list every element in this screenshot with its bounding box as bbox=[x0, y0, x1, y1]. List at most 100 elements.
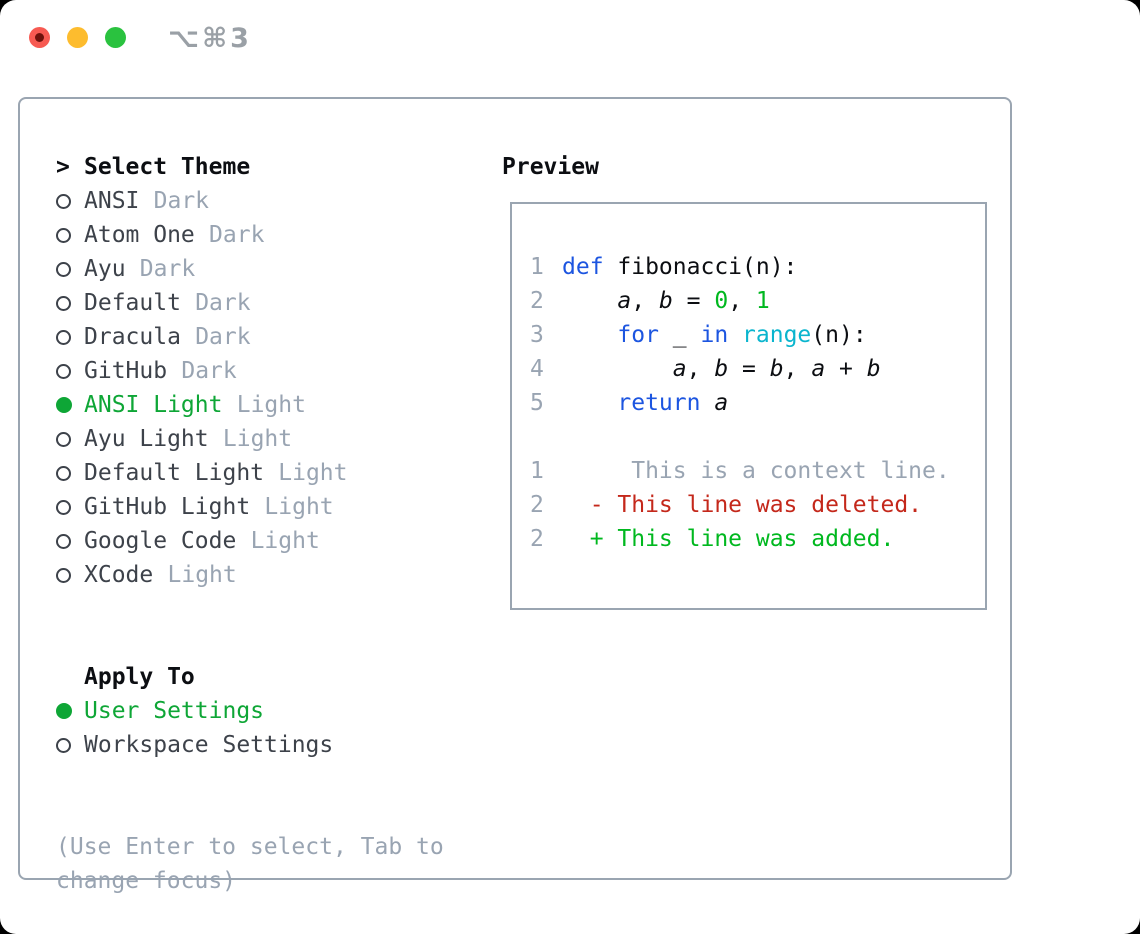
code-line: 2 - This line was deleted. bbox=[530, 488, 985, 522]
code-token-kw: return bbox=[617, 390, 701, 416]
hint-text: (Use Enter to select, Tab to change focu… bbox=[56, 834, 444, 894]
code-line: 2 + This line was added. bbox=[530, 522, 985, 556]
code-token-plain: fibonacci(n): bbox=[603, 254, 798, 280]
radio-icon[interactable] bbox=[56, 533, 84, 549]
code-token-plain bbox=[562, 322, 617, 348]
radio-icon[interactable] bbox=[56, 431, 84, 447]
radio-icon[interactable] bbox=[56, 737, 84, 753]
code-token-kw: def bbox=[562, 254, 604, 280]
radio-selected-icon[interactable] bbox=[56, 703, 84, 719]
spacer bbox=[56, 762, 492, 830]
item-label: XCode bbox=[84, 562, 154, 588]
item-variant-tag: Dark bbox=[153, 188, 210, 214]
radio-icon[interactable] bbox=[56, 329, 84, 345]
apply-to-option[interactable]: User Settings bbox=[56, 694, 492, 728]
radio-dot-empty bbox=[56, 737, 71, 753]
item-variant-tag: Dark bbox=[209, 222, 265, 248]
code-token-var: a bbox=[617, 288, 632, 314]
code-token-add: + This line was added. bbox=[562, 526, 895, 552]
item-label: GitHub bbox=[84, 358, 168, 384]
item-label: Atom One bbox=[84, 222, 195, 248]
code-token-kw: in bbox=[700, 322, 729, 348]
theme-option[interactable]: GitHub Dark bbox=[56, 354, 492, 388]
item-label: Ayu Light bbox=[84, 426, 209, 452]
maximize-button-icon[interactable] bbox=[105, 27, 126, 48]
code-token-var: a bbox=[672, 356, 687, 382]
code-token-plain: , bbox=[686, 356, 715, 382]
code-line: 1 This is a context line. bbox=[530, 454, 985, 488]
radio-icon[interactable] bbox=[56, 227, 84, 243]
radio-icon[interactable] bbox=[56, 567, 84, 583]
spacer bbox=[56, 592, 492, 660]
code-token-var: b bbox=[866, 356, 881, 382]
radio-icon[interactable] bbox=[56, 193, 84, 209]
item-variant-tag: Light bbox=[222, 426, 293, 452]
minimize-button-icon[interactable] bbox=[67, 27, 88, 48]
item-label: Dracula bbox=[84, 324, 181, 350]
radio-dot-filled bbox=[56, 397, 72, 413]
apply-to-option[interactable]: Workspace Settings bbox=[56, 728, 492, 762]
radio-icon[interactable] bbox=[56, 295, 84, 311]
code-token-plain: _ bbox=[658, 322, 701, 348]
radio-icon[interactable] bbox=[56, 261, 84, 277]
code-token-plain: (n): bbox=[811, 322, 867, 348]
radio-dot-empty bbox=[56, 193, 71, 209]
code-token-ctx: This is a context line. bbox=[562, 458, 950, 484]
code-token-var: b bbox=[714, 356, 729, 382]
focus-chevron-icon: > bbox=[56, 154, 70, 180]
code-token-kw: for bbox=[617, 322, 659, 348]
theme-option[interactable]: Dracula Dark bbox=[56, 320, 492, 354]
code-line: 3 for _ in range(n): bbox=[530, 318, 985, 352]
code-token-var: b bbox=[769, 356, 784, 382]
code-token-plain: = bbox=[672, 288, 715, 314]
traffic-lights bbox=[29, 27, 126, 48]
radio-dot-empty bbox=[56, 499, 71, 515]
theme-option[interactable]: Atom One Dark bbox=[56, 218, 492, 252]
radio-dot-empty bbox=[56, 261, 71, 277]
code-token-var: a bbox=[714, 390, 729, 416]
radio-dot-empty bbox=[56, 465, 71, 481]
item-variant-tag: Dark bbox=[139, 256, 196, 282]
radio-selected-icon[interactable] bbox=[56, 397, 84, 413]
item-variant-tag: Dark bbox=[195, 324, 251, 350]
theme-option[interactable]: Ayu Light Light bbox=[56, 422, 492, 456]
radio-dot-empty bbox=[56, 533, 71, 549]
code-token-plain: , bbox=[783, 356, 812, 382]
code-line: 2 a, b = 0, 1 bbox=[530, 284, 985, 318]
item-label: GitHub Light bbox=[84, 494, 251, 520]
item-variant-tag: Dark bbox=[181, 358, 237, 384]
item-variant-tag: Light bbox=[167, 562, 237, 588]
radio-dot-empty bbox=[56, 295, 71, 311]
theme-option[interactable]: XCode Light bbox=[56, 558, 492, 592]
window-title: ⌥⌘3 bbox=[168, 23, 252, 54]
code-token-plain: , bbox=[728, 288, 756, 314]
code-token-plain bbox=[700, 390, 714, 416]
apply-to-header-row: Apply To bbox=[56, 660, 492, 694]
close-button-icon[interactable] bbox=[29, 27, 50, 48]
radio-icon[interactable] bbox=[56, 465, 84, 481]
line-number: 2 bbox=[530, 492, 544, 518]
preview-title: Preview bbox=[502, 154, 599, 180]
radio-dot-empty bbox=[56, 567, 71, 583]
radio-icon[interactable] bbox=[56, 363, 84, 379]
code-line bbox=[530, 420, 985, 454]
item-label: Default bbox=[84, 290, 181, 316]
radio-icon[interactable] bbox=[56, 499, 84, 515]
code-token-del: - This line was deleted. bbox=[562, 492, 923, 518]
radio-dot-empty bbox=[56, 329, 71, 345]
item-label: Workspace Settings bbox=[84, 732, 334, 758]
